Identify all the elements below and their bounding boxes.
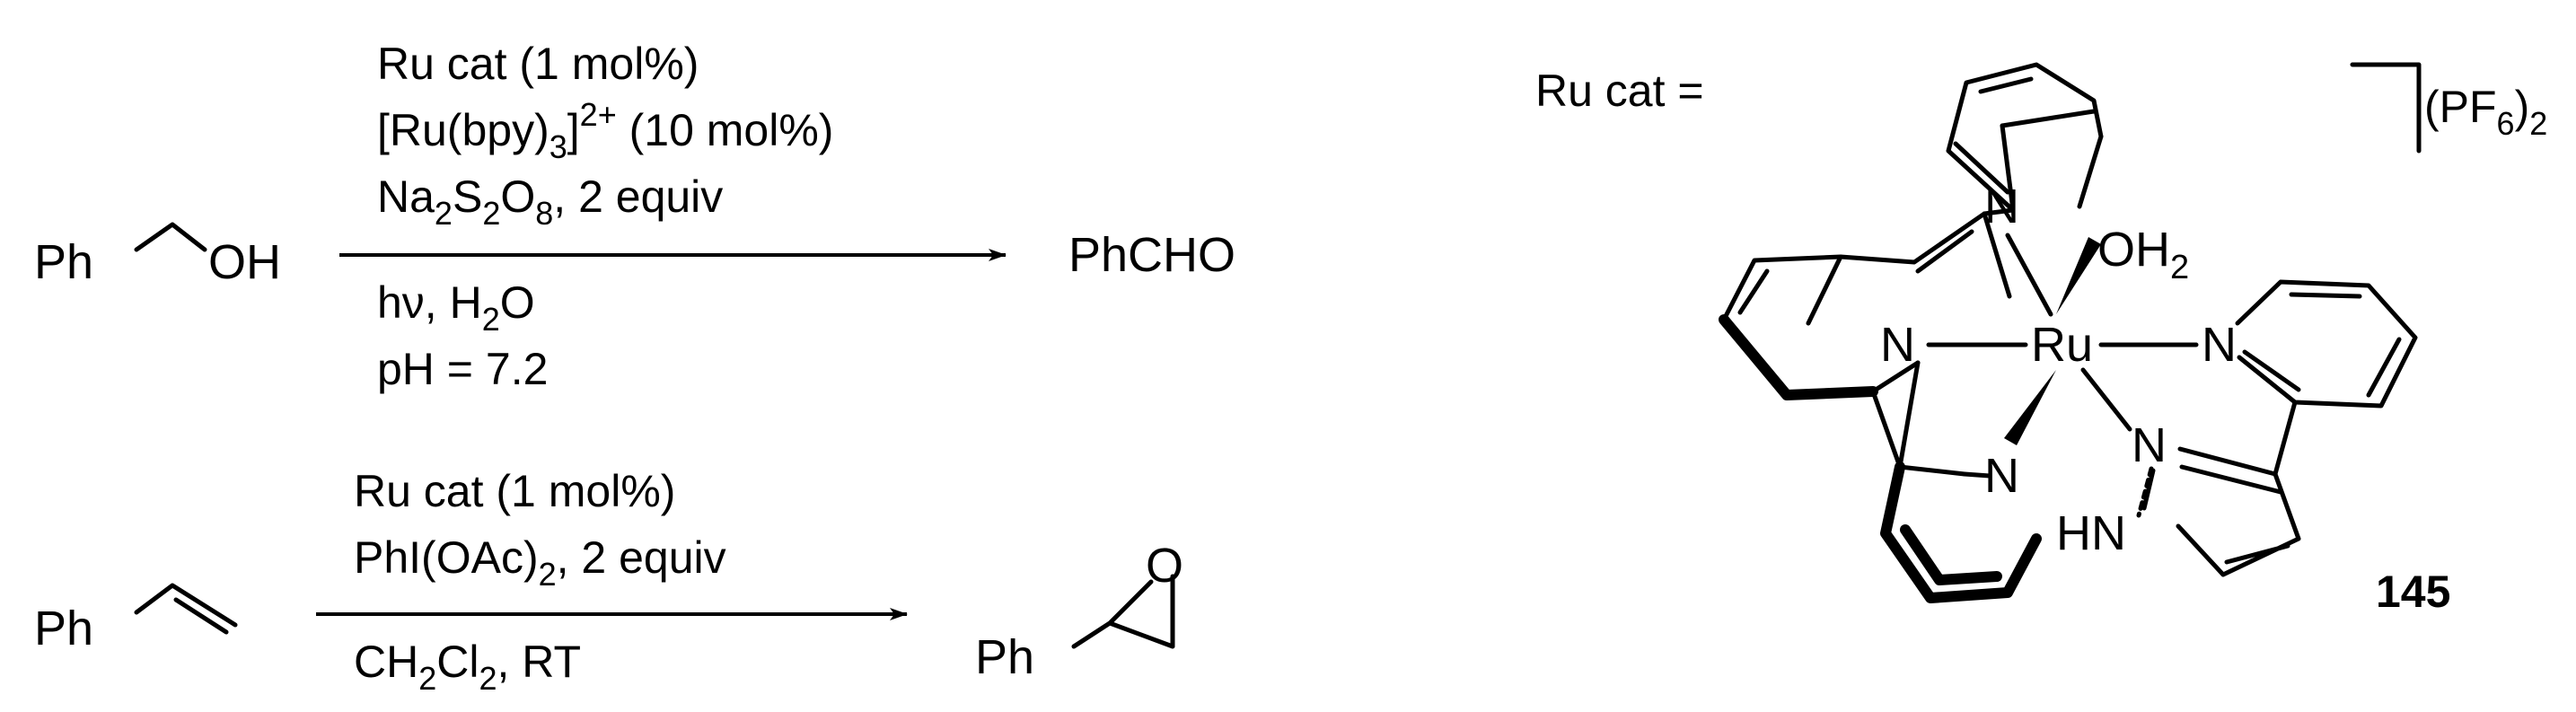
r1-cond-line1: Ru cat (1 mol%): [377, 39, 699, 89]
r2-reactant-bonds: [134, 583, 238, 635]
compound-number: 145: [2376, 567, 2450, 617]
counterion: (PF6)2: [2424, 82, 2547, 142]
n-pyrazole: N: [2132, 418, 2167, 472]
water-ligand: OH2: [2097, 223, 2189, 286]
r1-reactant-ph: Ph: [34, 235, 93, 289]
central-pyridine-bold: [1719, 314, 1878, 400]
pyrazole-ring: [2141, 400, 2301, 577]
central-pyridine-edge: [1721, 254, 1921, 394]
lower-pyridine-bold: [1880, 461, 2042, 603]
wedge-to-lower-n: [2004, 370, 2056, 445]
r1-cond-below2: pH = 7.2: [377, 344, 548, 394]
lower-pyridine-ring: [1870, 360, 1967, 477]
lower-pyridine-n: [1962, 471, 1992, 479]
hn-pyrazole: HN: [2056, 506, 2126, 560]
wedge-to-water: [2056, 237, 2101, 314]
top-pyridine-n-bonds: [1982, 123, 2104, 216]
r2-cond-line1: Ru cat (1 mol%): [354, 466, 675, 516]
r2-reactant-ph: Ph: [34, 602, 93, 655]
central-pyridine-ring: [1806, 211, 2012, 326]
catalyst-label: Ru cat =: [1535, 66, 1704, 116]
reaction-2: Ph Ru cat (1 mol%) PhI(OAc)2, 2 equiv CH…: [34, 466, 1183, 697]
complex-bracket: [2350, 62, 2422, 154]
r1-reactant-oh: OH: [208, 235, 281, 289]
r2-product-ph: Ph: [975, 630, 1034, 684]
pyrazole-nn-bond: [2136, 466, 2154, 518]
r2-cond-line2: PhI(OAc)2, 2 equiv: [354, 532, 726, 593]
n-right: N: [2202, 318, 2237, 372]
top-pyridine-ring: [1946, 62, 2104, 213]
r1-product: PhCHO: [1068, 228, 1235, 282]
right-pyridine-ring: [2235, 279, 2418, 409]
r1-cond-line2: [Ru(bpy)3]2+ (10 mol%): [377, 96, 833, 165]
r1-reactant-bonds: [134, 222, 207, 252]
n-central: N: [1880, 318, 1915, 372]
r1-cond-line3: Na2S2O8, 2 equiv: [377, 171, 723, 232]
reaction-1: Ph OH Ru cat (1 mol%) [Ru(bpy)3]2+ (10 m…: [34, 39, 1235, 394]
r2-epoxide-o: O: [1146, 539, 1183, 593]
ru-bonds: [1926, 233, 2199, 432]
n-lower: N: [1984, 449, 2019, 503]
r1-cond-below1: hν, H2O: [377, 277, 535, 338]
n-top: N: [1984, 180, 2019, 233]
catalyst-structure: Ru cat = (PF6)2 N N N Ru OH2 N N HN: [1535, 62, 2547, 617]
ru-center: Ru: [2031, 318, 2093, 372]
r2-epoxide-bonds: [1071, 574, 1175, 649]
r2-cond-below: CH2Cl2, RT: [354, 637, 581, 697]
